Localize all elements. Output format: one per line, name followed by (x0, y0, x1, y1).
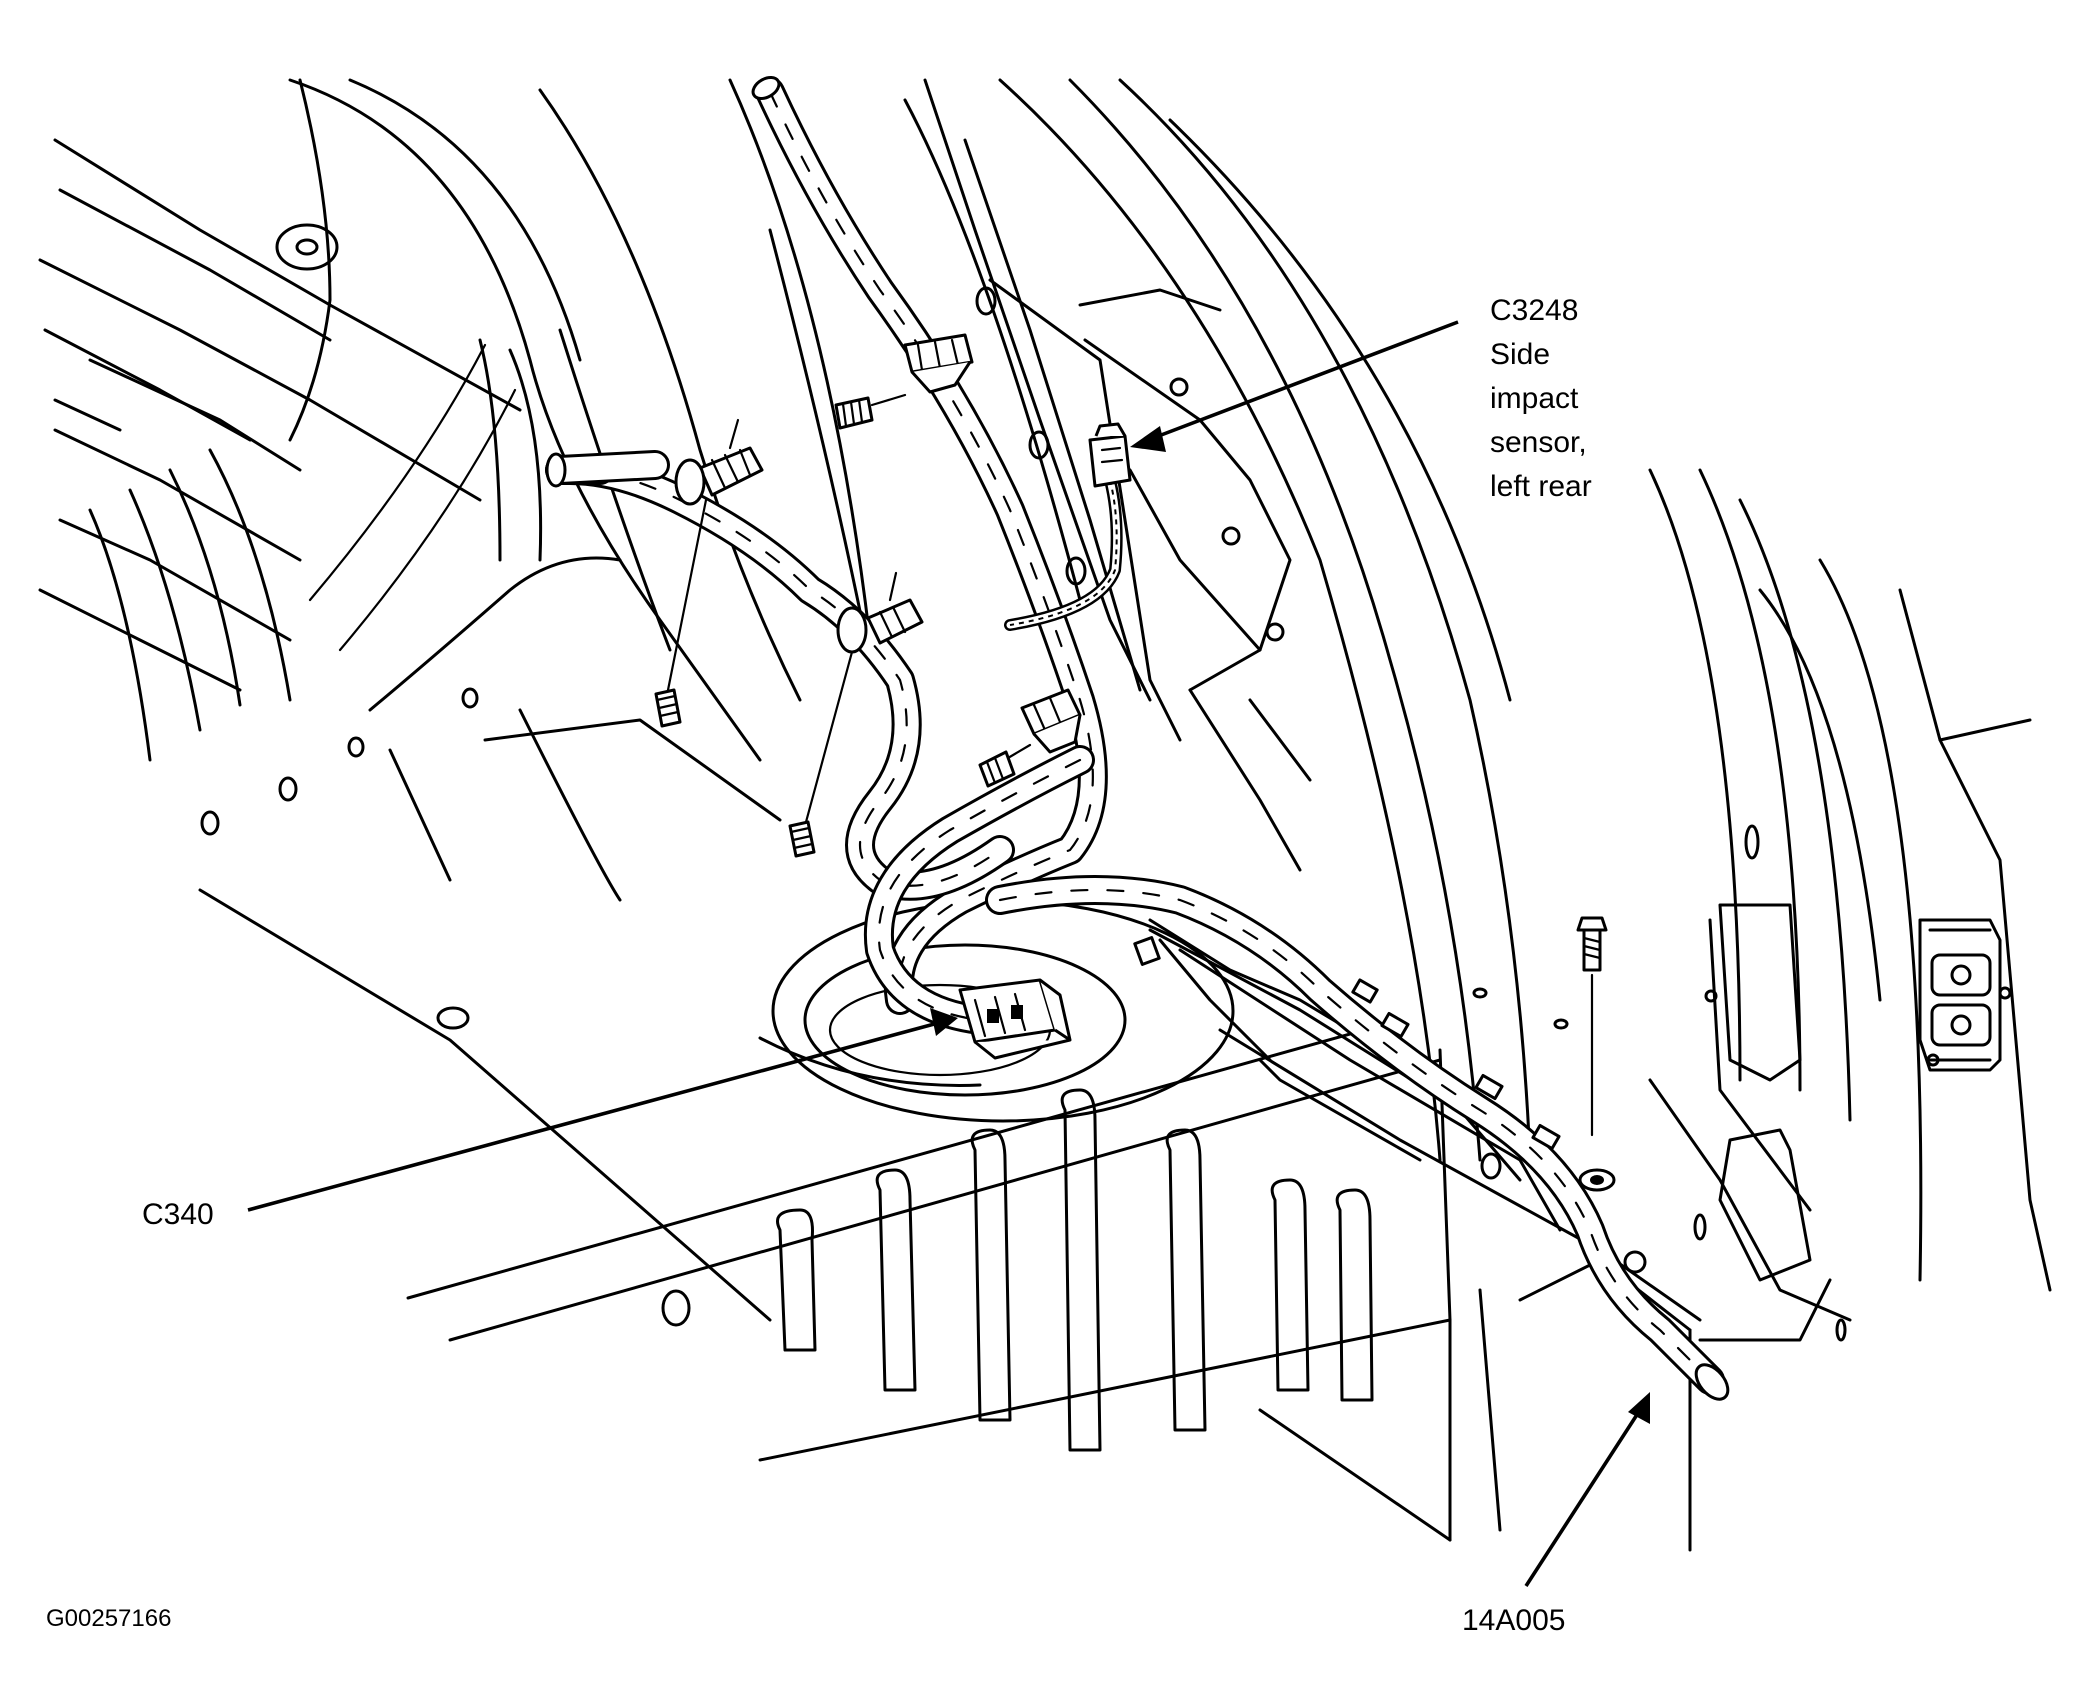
push-pin (834, 393, 907, 430)
c3248-desc-line-1: Side (1490, 338, 1550, 371)
harness-clip (836, 571, 924, 654)
c3248-desc-line-2: impact (1490, 382, 1579, 415)
connector-c3248 (1088, 422, 1132, 488)
harness-leader-line (1524, 1409, 1642, 1587)
push-pin (788, 650, 854, 858)
c3248-code-label: C3248 (1490, 294, 1578, 327)
c3248-desc-line-3: sensor, (1490, 426, 1587, 459)
harness-clips (654, 333, 1616, 1192)
c3248-desc-line-4: left rear (1490, 470, 1592, 503)
screw (1576, 916, 1616, 1192)
c340-label: C340 (142, 1198, 214, 1231)
callout-leaders (247, 320, 1650, 1587)
harness-clip (1020, 688, 1082, 754)
vehicle-body-structure (38, 78, 2052, 1552)
harness-part-label: 14A005 (1462, 1604, 1565, 1637)
harness-arrowhead (1628, 1392, 1650, 1424)
figure-id: G00257166 (46, 1605, 171, 1632)
connector-c340 (958, 978, 1072, 1060)
labels: C3248 Side impact sensor, left rear C340… (46, 294, 1592, 1637)
c340-arrowhead (930, 1008, 958, 1036)
harness-clip (674, 418, 764, 506)
c3248-arrowhead (1130, 426, 1166, 452)
wiring-harness-14a005 (545, 76, 1730, 1401)
push-pin (654, 498, 708, 728)
c340-leader-line (247, 1021, 939, 1212)
push-pin (978, 743, 1032, 788)
c3248-leader-line (1147, 320, 1459, 442)
harness-clip (903, 333, 974, 394)
